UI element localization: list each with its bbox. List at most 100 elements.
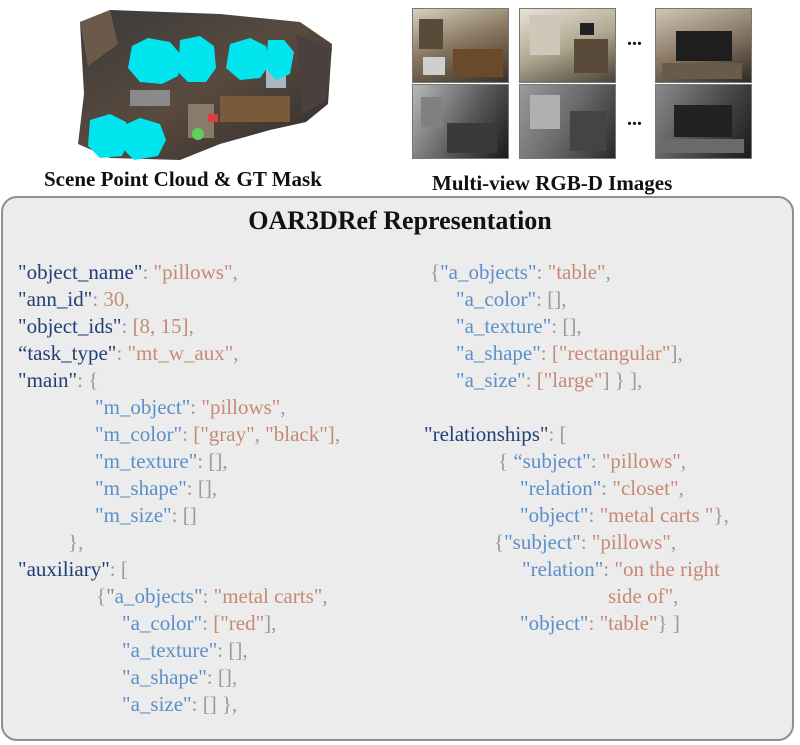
- code-punct: :: [601, 476, 613, 500]
- depth-view-1: [412, 84, 509, 159]
- code-punct: ,: [124, 287, 130, 311]
- code-line-l12: "auxiliary": [: [18, 556, 128, 583]
- panel-title: OAR3DRef Representation: [248, 206, 552, 235]
- code-key: "m_shape": [95, 476, 187, 500]
- code-key: "object": [520, 611, 589, 635]
- code-value: "pillows": [601, 449, 681, 473]
- code-value: "metal carts ": [599, 503, 714, 527]
- code-punct: : {: [77, 368, 99, 392]
- code-punct: :: [540, 341, 552, 365]
- code-line-l17: "a_size": [] },: [122, 691, 237, 718]
- code-line-l15: "a_texture": [],: [122, 637, 248, 664]
- code-key: “task_type": [18, 341, 117, 365]
- code-key: "ann_id": [18, 287, 93, 311]
- code-punct: ,: [670, 530, 677, 554]
- code-line-l7: "m_color": ["gray", "black"],: [95, 421, 340, 448]
- code-punct: ,: [680, 449, 687, 473]
- code-value: "pillows": [591, 530, 671, 554]
- code-line-l13: {"a_objects": "metal carts",: [96, 583, 328, 610]
- code-punct: },: [713, 503, 729, 527]
- code-key: "object_ids": [18, 314, 122, 338]
- code-line-l3: "object_ids": [8, 15],: [18, 313, 194, 340]
- code-punct: :: [142, 260, 154, 284]
- code-punct: {: [96, 584, 107, 608]
- code-punct: },: [68, 530, 84, 554]
- code-line-r12: side of",: [608, 583, 678, 610]
- code-key: "relation": [522, 557, 604, 581]
- code-punct: } ]: [657, 611, 680, 635]
- code-punct: ,: [334, 422, 341, 446]
- code-punct: ,: [188, 314, 194, 338]
- code-value: ["large": [536, 368, 603, 392]
- code-punct: :: [202, 611, 214, 635]
- image-area: Scene Point Cloud & GT Mask ... ... Mult…: [0, 0, 800, 195]
- code-key: "a_color": [456, 287, 537, 311]
- rgb-more-indicator: ...: [627, 28, 642, 50]
- code-line-l11: },: [68, 529, 83, 556]
- code-punct: {: [498, 449, 514, 473]
- code-line-r6: "relationships": [: [424, 421, 567, 448]
- code-punct: :: [580, 530, 592, 554]
- code-key: "m_color": [95, 422, 183, 446]
- point-cloud-caption: Scene Point Cloud & GT Mask: [44, 167, 322, 191]
- code-key: "object": [520, 503, 589, 527]
- rgb-view-2: [519, 8, 616, 83]
- code-line-l5: "main": {: [18, 367, 98, 394]
- code-line-l10: "m_size": []: [95, 502, 197, 529]
- code-key: “subject": [513, 449, 591, 473]
- code-key: "a_objects": [440, 260, 537, 284]
- code-line-r7: { “subject": "pillows",: [498, 448, 686, 475]
- code-line-l8: "m_texture": [],: [95, 448, 228, 475]
- code-punct: ,: [280, 395, 286, 419]
- code-punct: : [: [109, 557, 128, 581]
- rgbd-caption: Multi-view RGB-D Images: [432, 171, 673, 195]
- code-line-l4: “task_type": "mt_w_aux",: [18, 340, 239, 367]
- code-line-r2: "a_color": [],: [456, 286, 566, 313]
- code-key: "m_size": [95, 503, 172, 527]
- rgb-view-n: [655, 8, 752, 83]
- code-value: side of": [608, 584, 674, 608]
- code-key: "object_name": [18, 260, 143, 284]
- code-key: "a_size": [122, 692, 192, 716]
- code-key: "m_texture": [95, 449, 198, 473]
- code-punct: : [: [548, 422, 567, 446]
- code-key: "a_texture": [122, 638, 218, 662]
- code-line-r11: "relation": "on the right: [522, 556, 720, 583]
- rgb-view-1: [412, 8, 509, 83]
- code-line-r3: "a_texture": [],: [456, 313, 582, 340]
- code-punct: :: [603, 557, 615, 581]
- code-value: "mt_w_aux": [127, 341, 234, 365]
- code-key: "auxiliary": [18, 557, 110, 581]
- code-value: "pillows": [201, 395, 281, 419]
- code-key: "a_size": [456, 368, 526, 392]
- code-line-r4: "a_shape": ["rectangular"],: [456, 340, 683, 367]
- code-punct: ,: [233, 341, 239, 365]
- representation-panel: [1, 196, 794, 741]
- code-punct: :: [588, 611, 600, 635]
- code-value: "table": [599, 611, 658, 635]
- code-line-r1: {"a_objects": "table",: [430, 259, 611, 286]
- code-punct: : [],: [536, 287, 567, 311]
- depth-view-n: [655, 84, 752, 159]
- code-punct: ,: [232, 260, 238, 284]
- code-line-r5: "a_size": ["large"] } ],: [456, 367, 642, 394]
- code-punct: :: [202, 584, 214, 608]
- code-punct: ,: [673, 584, 679, 608]
- code-punct: : [],: [186, 476, 218, 500]
- depth-view-2: [519, 84, 616, 159]
- code-punct: ] } ],: [602, 368, 643, 392]
- code-line-l1: "object_name": "pillows",: [18, 259, 238, 286]
- code-punct: :: [588, 503, 600, 527]
- code-value: "pillows": [153, 260, 233, 284]
- code-value: ["gray", "black"]: [193, 422, 335, 446]
- code-line-l2: "ann_id": 30,: [18, 286, 130, 313]
- depth-more-indicator: ...: [627, 108, 642, 130]
- code-punct: : [],: [217, 638, 248, 662]
- code-punct: ,: [678, 476, 684, 500]
- code-line-l14: "a_color": ["red"],: [122, 610, 276, 637]
- code-key: "subject": [504, 530, 581, 554]
- code-punct: : [] },: [191, 692, 238, 716]
- code-punct: :: [525, 368, 537, 392]
- code-punct: :: [92, 287, 104, 311]
- code-key: "a_texture": [456, 314, 552, 338]
